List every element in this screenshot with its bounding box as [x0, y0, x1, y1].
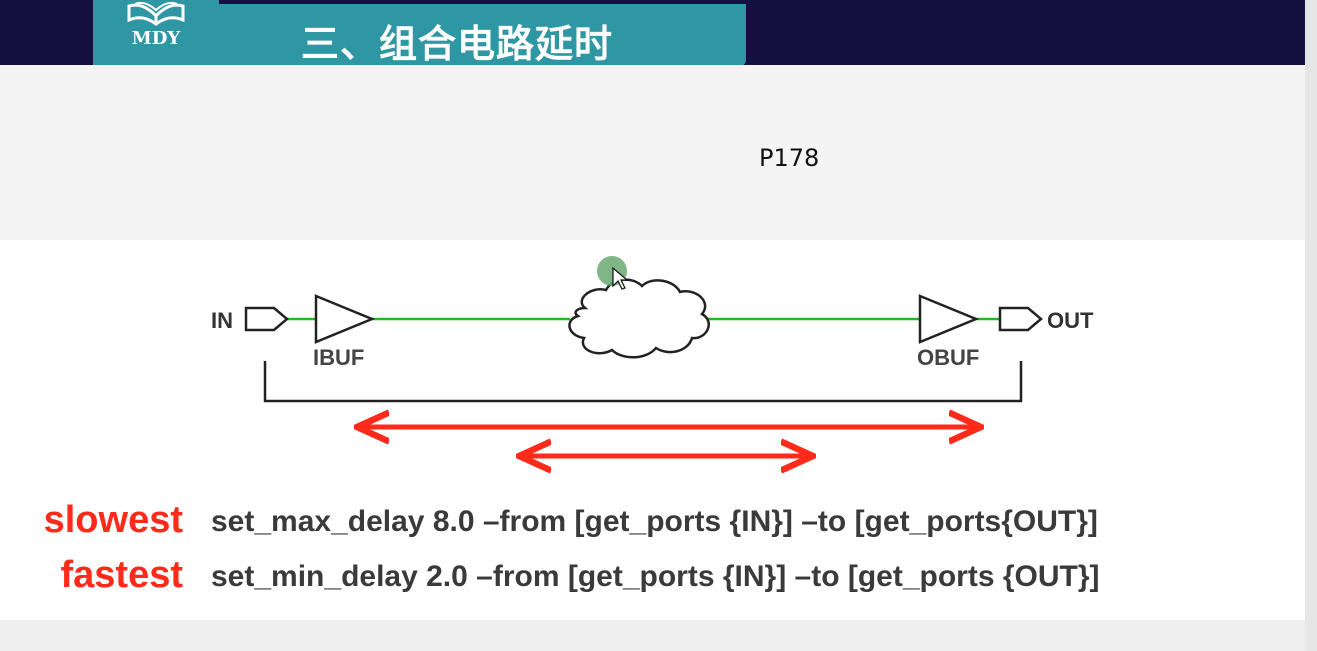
- constraint-row-min: fastest set_min_delay 2.0 –from [get_por…: [0, 554, 1305, 596]
- obuf-label: OBUF: [917, 345, 979, 370]
- page-title: 三、组合电路延时: [301, 22, 614, 66]
- out-label: OUT: [1047, 308, 1094, 333]
- bottom-strip: [0, 620, 1305, 651]
- constraint-row-max: slowest set_max_delay 8.0 –from [get_por…: [0, 499, 1305, 541]
- constraint-command: set_min_delay 2.0 –from [get_ports {IN}]…: [211, 560, 1100, 593]
- circuit-diagram: IN IBUF OBUF OUT: [211, 256, 1094, 620]
- ibuf-buffer-icon: [314, 294, 376, 344]
- logo-text: MDY: [131, 28, 181, 49]
- ibuf-label: IBUF: [313, 345, 364, 370]
- page-reference: P178: [759, 144, 820, 172]
- obuf-buffer-icon: [918, 294, 980, 344]
- constraint-label: fastest: [60, 554, 184, 596]
- book-logo-icon: [127, 1, 185, 26]
- window-edge: [1305, 0, 1317, 651]
- constraint-command: set_max_delay 8.0 –from [get_ports {IN}]…: [211, 505, 1098, 538]
- in-port-icon: [244, 306, 289, 332]
- path-bracket: [263, 361, 1023, 403]
- notes-area: [0, 65, 1305, 240]
- out-port-icon: [998, 306, 1043, 332]
- logo: MDY: [93, 0, 219, 65]
- mouse-pointer-icon: [612, 266, 629, 290]
- title-banner: 三、组合电路延时: [219, 4, 746, 66]
- in-label: IN: [211, 308, 233, 333]
- constraint-label: slowest: [43, 499, 183, 541]
- cursor-highlight: [597, 256, 627, 286]
- logic-cloud-icon: [568, 278, 710, 359]
